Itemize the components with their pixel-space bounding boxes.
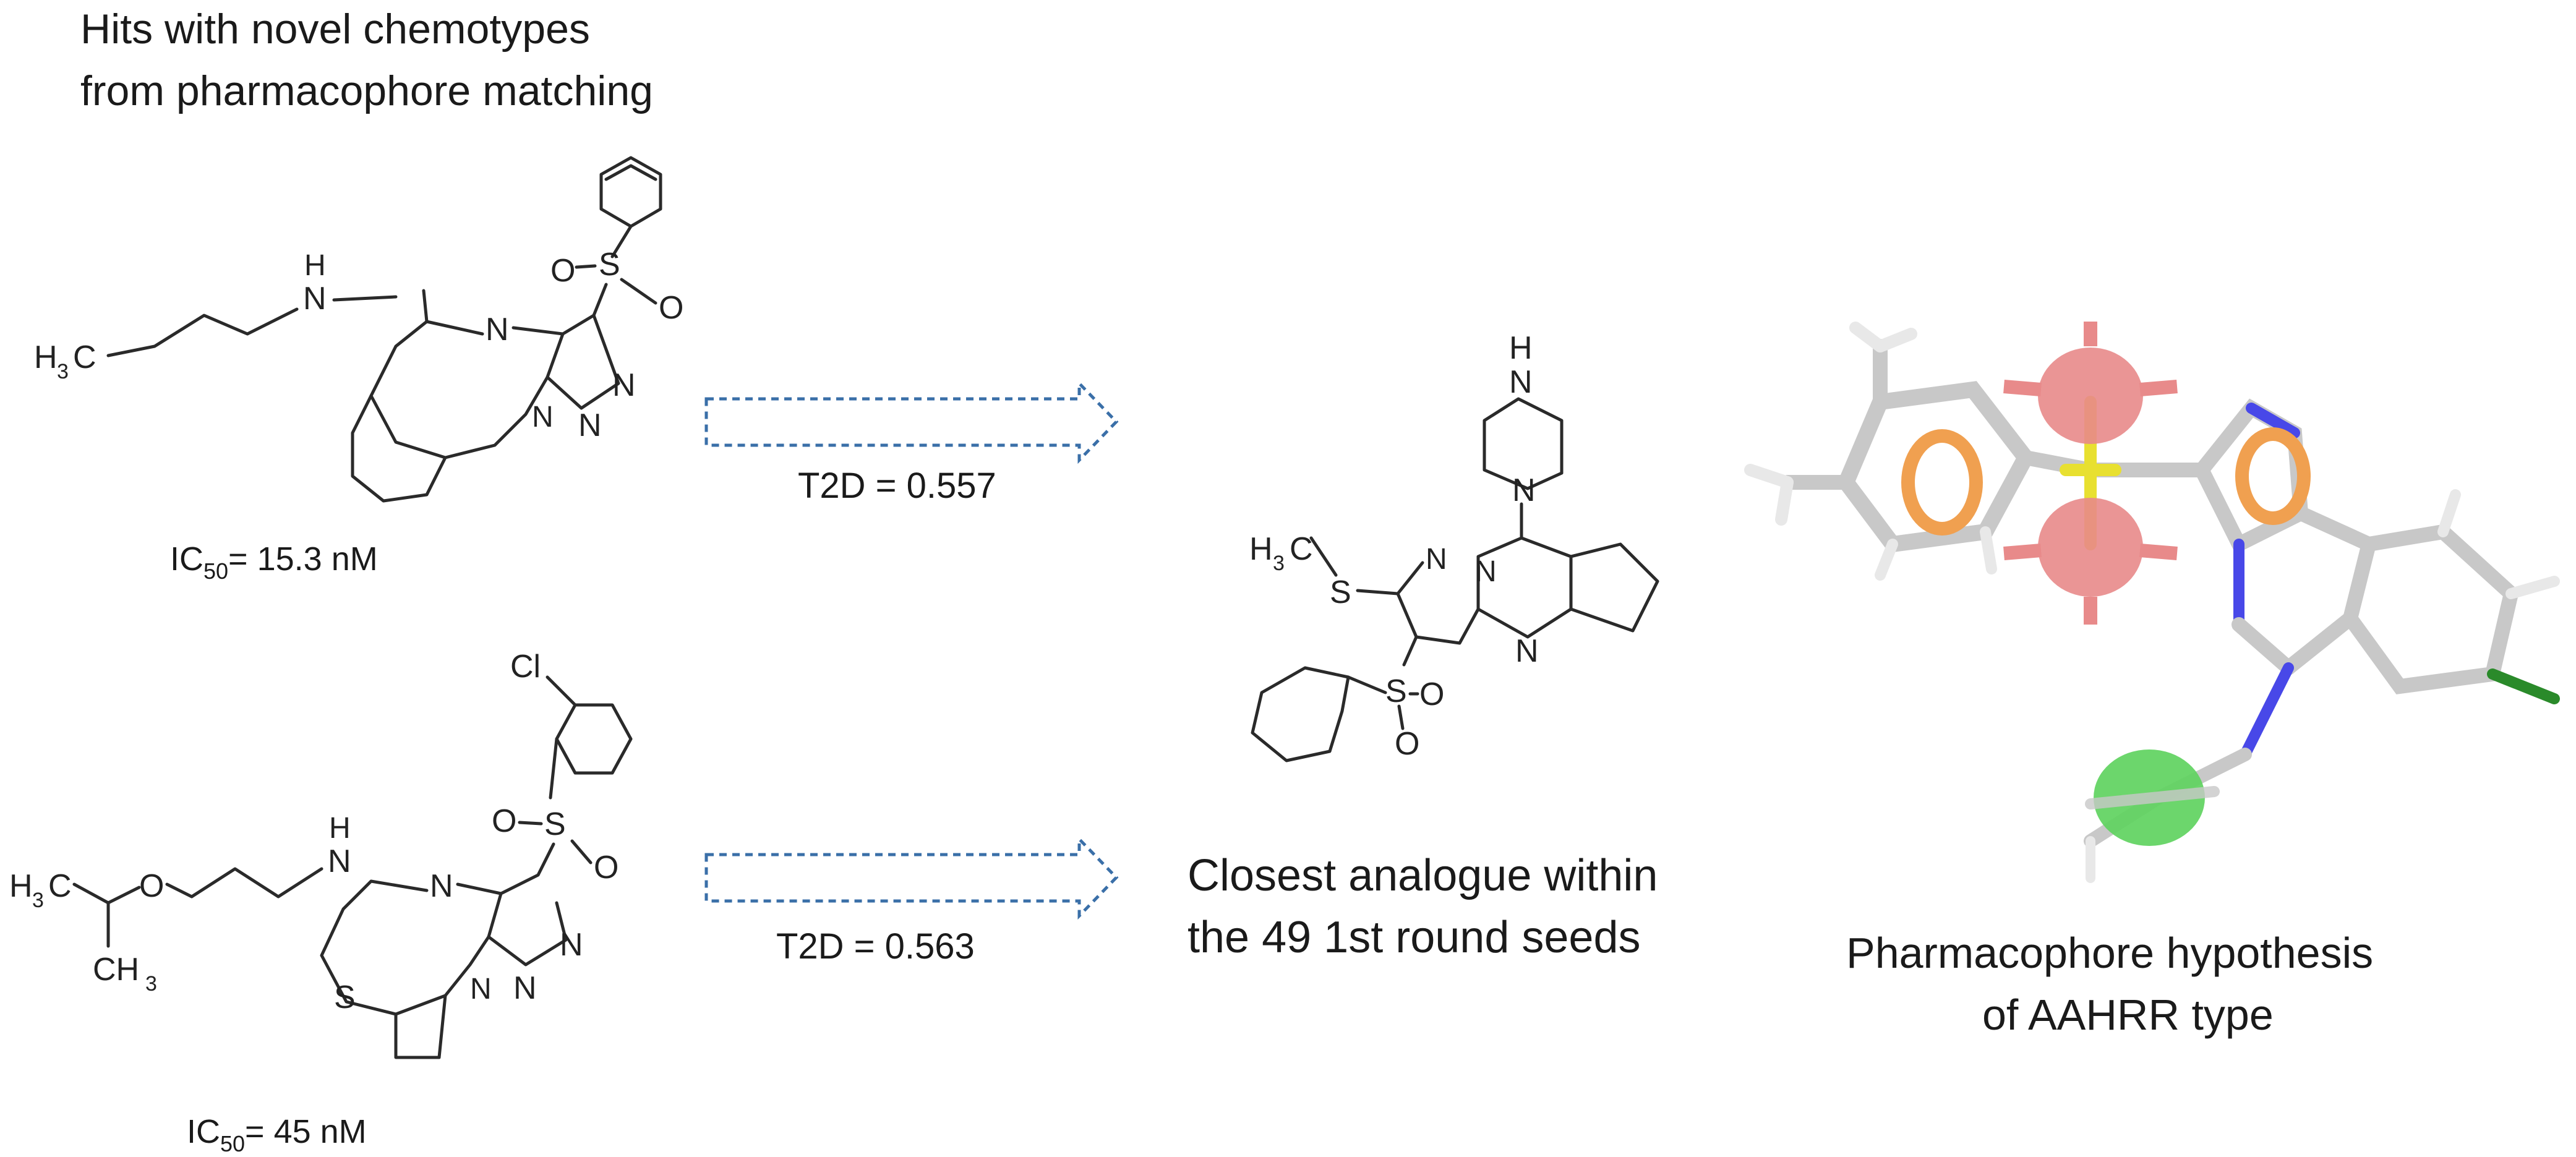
acceptor-feature-top [2003,322,2178,444]
hit1-t2d-label: T2D = 0.557 [798,466,996,506]
hit2-ic50-prefix: IC [187,1113,220,1150]
hit1-ic50-prefix: IC [170,540,203,578]
heading-line-2: from pharmacophore matching [80,67,653,114]
pharmacophore-model [1744,322,2560,883]
hit1-sulfonyl-s: S [599,247,620,283]
hit2-h3c-3: 3 [32,889,44,912]
hit1-sulfonyl-o2: O [659,290,683,326]
hit2-ring-n2: N [513,970,537,1006]
hit1-ring-n1: N [612,367,636,403]
hit2-ch3-3: 3 [145,972,157,996]
arrow-2 [704,835,1119,920]
hit2-sulfonyl-o2: O [594,850,618,886]
hit2-sulfonyl-s: S [544,806,566,842]
hit1-phenyl-ring [599,156,662,228]
hit2-ether-o: O [139,868,164,904]
hit2-h3c-h: H [9,868,33,904]
pharmacophore-caption-line-1: Pharmacophore hypothesis [1846,929,2373,977]
hit2-thiophene-s: S [334,980,356,1015]
hit2-ch3-c: CH [93,952,139,988]
hit2-ring-n3: N [470,973,492,1005]
svg-text:IC50= 15.3 nM: IC50= 15.3 nM [170,540,378,584]
hit1-methyl-3: 3 [57,360,69,383]
hit2-nh-n: N [328,843,351,879]
hit2-cl: Cl [510,649,541,685]
hit2-structure: Cl O S O N N N N S N H O H 3 C CH 3 [9,649,633,1059]
analogue-caption-line-1: Closest analogue within [1187,851,1658,900]
analogue-piperazine-ring [1483,397,1564,490]
analogue-sulfonyl-o2: O [1395,726,1419,762]
hit2-ic50: IC50= 45 nM [187,1113,367,1156]
analogue-piperazine-nh-h: H [1509,330,1533,366]
hit1-ring-n4: N [486,312,509,348]
hit1-ic50-value: = 15.3 nM [228,540,378,578]
analogue-caption-line-2: the 49 1st round seeds [1187,913,1641,962]
hit2-ic50-value: = 45 nM [245,1113,367,1150]
chlorine-bond [2487,668,2560,704]
analogue-h3c-c: C [1290,531,1313,567]
analogue-phenyl-ring [1251,666,1350,762]
aromatic-ring-feature-left [1901,429,1983,536]
hit1-structure: S O O N N N N N H H 3 C [34,156,683,503]
analogue-piperazine-nh-n: N [1509,364,1533,400]
hit1-ic50: IC50= 15.3 nM [170,540,378,584]
dashed-arrow-icon [704,835,1119,920]
hit1-ring-n2: N [578,408,602,443]
hit1-methyl-h: H [34,339,58,375]
analogue-pyrazole-n1: N [1475,555,1497,588]
hit2-sulfonyl-o1: O [492,803,516,839]
analogue-sulfonyl-s: S [1385,673,1407,709]
analogue-piperazine-n: N [1512,472,1536,508]
svg-text:IC50= 45 nM: IC50= 45 nM [187,1113,367,1156]
hit1-ic50-sub: 50 [203,558,228,584]
aromatic-ring-feature-right [2235,427,2311,525]
acceptor-feature-bottom [2003,498,2178,625]
hit2-chlorophenyl-ring [555,703,633,775]
analogue-pyrimidine-n: N [1515,633,1539,669]
hit1-sulfonyl-o1: O [550,253,575,289]
hit2-ring-n1: N [560,927,583,963]
analogue-h3c-h: H [1249,531,1273,567]
hit1-nh-h: H [304,249,326,282]
arrow-1 [704,379,1119,464]
analogue-structure: H N N N N N S H 3 C S O O [1249,330,1659,762]
analogue-sulfonyl-o1: O [1419,677,1444,712]
pharmacophore-caption-line-2: of AAHRR type [1982,991,2274,1039]
hit2-h3c-c: C [48,868,72,904]
heading-line-1: Hits with novel chemotypes [80,6,590,53]
hit2-t2d-label: T2D = 0.563 [776,926,975,967]
analogue-pyrazole-n2: N [1426,543,1447,576]
hit1-ring-n3: N [532,401,554,433]
analogue-h3c-3: 3 [1273,552,1285,575]
dashed-arrow-icon [704,379,1119,464]
hit2-ic50-sub: 50 [220,1131,245,1156]
hit2-ring-n4: N [430,868,453,904]
analogue-thio-s: S [1330,574,1351,610]
right-aromatic-ring [2342,524,2520,694]
hit1-methyl-c: C [73,339,96,375]
hit1-nh-n: N [303,281,327,317]
hit2-nh-h: H [329,812,351,845]
